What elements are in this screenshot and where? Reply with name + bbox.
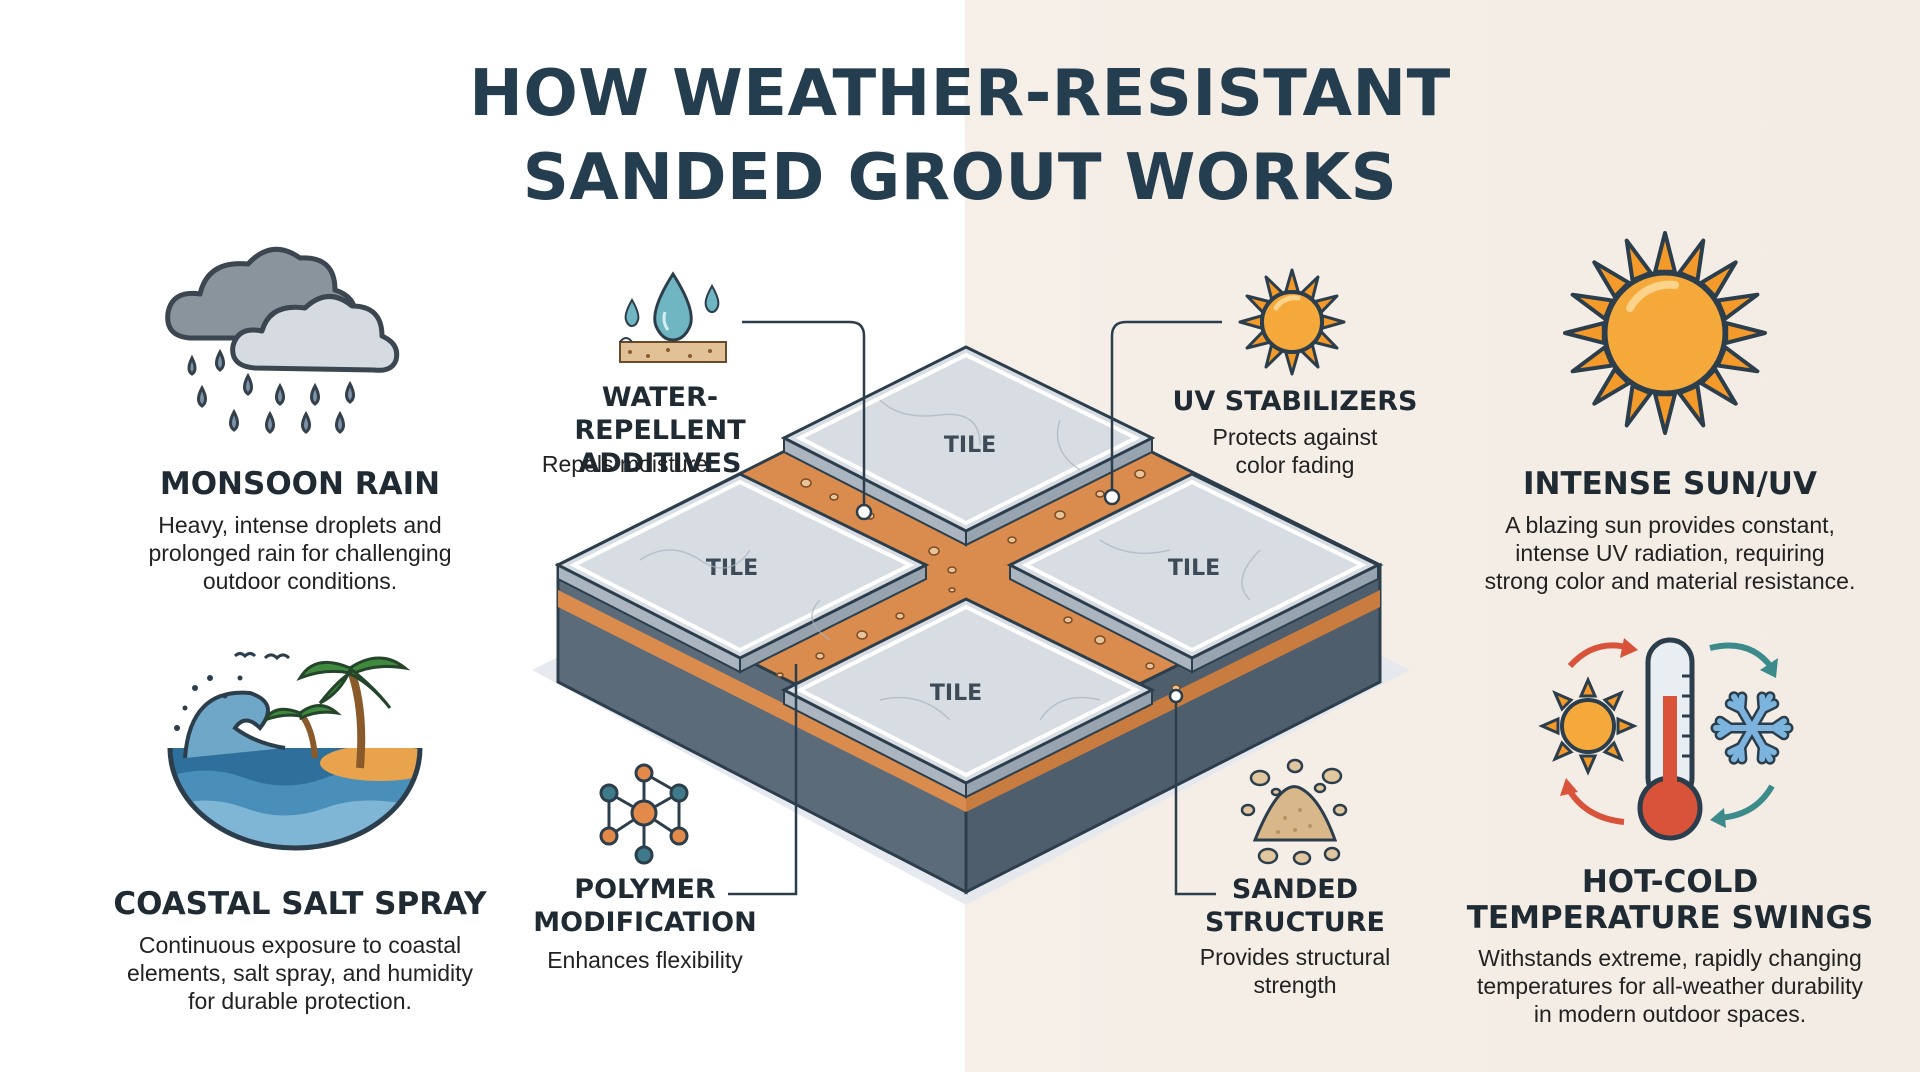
- snowflake-arm: [1749, 693, 1773, 731]
- snowflake-branch: [1760, 700, 1777, 712]
- tile-label-top: TILE: [944, 433, 996, 458]
- sun-icon: [1563, 231, 1767, 435]
- sun-desc-line-3: strong color and material resistance.: [1484, 568, 1856, 594]
- coastal-salt-spray-heading: COASTAL SALT SPRAY: [113, 886, 487, 922]
- snowflake-branch: [1771, 725, 1787, 738]
- uv-stabilizers-description: Protects against color fading: [1170, 423, 1420, 479]
- leader-polymer: [728, 664, 798, 896]
- molecule-icon: [599, 763, 689, 865]
- sun-desc-line-2: intense UV radiation, requiring: [1515, 540, 1825, 566]
- intense-sun-description: A blazing sun provides constant, intense…: [1440, 511, 1900, 595]
- tile-label-left: TILE: [706, 556, 758, 581]
- leader-water-repellent: [742, 320, 866, 508]
- sun-ray: [1238, 314, 1264, 330]
- uv-desc-line-1: Protects against: [1212, 424, 1378, 450]
- intense-sun-heading: INTENSE SUN/UV: [1523, 466, 1817, 502]
- uv-stabilizers-heading: UV STABILIZERS: [1172, 386, 1418, 417]
- leader-sanded: [1174, 700, 1216, 896]
- water-heading-line-1: WATER-REPELLENT: [574, 382, 746, 446]
- tile-label-right: TILE: [1168, 556, 1220, 581]
- temperature-swings-description: Withstands extreme, rapidly changing tem…: [1430, 944, 1910, 1028]
- snowflake-arm: [1731, 693, 1755, 731]
- coastal-desc-line-2: elements, salt spray, and humidity: [126, 960, 473, 986]
- temperature-desc-line-1: Withstands extreme, rapidly changing: [1478, 945, 1862, 971]
- ocean-wave-palm-icon: [167, 652, 423, 851]
- thermometer-cycle-icon: [1538, 637, 1794, 841]
- sun-ray: [1284, 268, 1300, 294]
- sanded-heading-line-2: STRUCTURE: [1205, 907, 1385, 938]
- sun-desc-line-1: A blazing sun provides constant,: [1505, 512, 1835, 538]
- water-repellent-description: Repels moisture: [541, 451, 709, 477]
- coastal-desc-line-1: Continuous exposure to coastal: [138, 932, 462, 958]
- monsoon-desc-line-3: outdoor conditions.: [202, 568, 398, 594]
- snowflake-arm: [1749, 725, 1773, 763]
- snowflake-arm: [1731, 725, 1755, 763]
- uv-desc-line-2: color fading: [1235, 452, 1355, 478]
- monsoon-desc-line-1: Heavy, intense droplets and: [158, 512, 442, 538]
- water-heading-line-2: ADDITIVES: [578, 448, 742, 479]
- polymer-modification-heading: POLYMER MODIFICATION: [520, 873, 770, 939]
- monsoon-rain-heading: MONSOON RAIN: [159, 466, 441, 502]
- small-sun-icon: [1238, 268, 1346, 376]
- polymer-modification-description: Enhances flexibility: [547, 947, 743, 973]
- coastal-desc-line-3: for durable protection.: [188, 988, 412, 1014]
- polymer-heading-line-2: MODIFICATION: [533, 907, 757, 938]
- leader-uv-stabilizers: [1110, 320, 1222, 492]
- rain-cloud-icon: [165, 246, 400, 434]
- title-line-1: HOW WEATHER-RESISTANT: [469, 57, 1451, 131]
- temperature-heading-line-1: HOT-COLD: [1581, 864, 1759, 900]
- temperature-desc-line-2: temperatures for all-weather durability: [1476, 973, 1864, 999]
- sun-ray: [1320, 314, 1346, 330]
- temperature-swings-heading: HOT-COLD TEMPERATURE SWINGS: [1430, 864, 1910, 936]
- snowflake-branch: [1738, 694, 1745, 712]
- tile-bottom: TILE: [780, 597, 1156, 799]
- polymer-heading-line-1: POLYMER: [574, 874, 716, 905]
- temperature-heading-line-2: TEMPERATURE SWINGS: [1466, 900, 1874, 936]
- page-title: HOW WEATHER-RESISTANT SANDED GROUT WORKS: [0, 52, 1920, 220]
- temperature-desc-line-3: in modern outdoor spaces.: [1533, 1001, 1807, 1027]
- tile-label-bottom: TILE: [930, 681, 982, 706]
- sanded-structure-heading: SANDED STRUCTURE: [1160, 873, 1430, 939]
- title-line-2: SANDED GROUT WORKS: [522, 141, 1398, 215]
- tile-top: TILE: [780, 345, 1156, 547]
- water-repellent-heading: WATER-REPELLENT ADDITIVES: [520, 381, 800, 480]
- monsoon-desc-line-2: prolonged rain for challenging: [148, 540, 452, 566]
- sanded-desc-line-1: Provides structural: [1199, 944, 1391, 970]
- snowflake-branch: [1727, 744, 1744, 756]
- sanded-structure-description: Provides structural strength: [1170, 943, 1420, 999]
- tile-right: TILE: [1006, 472, 1382, 674]
- coastal-salt-spray-description: Continuous exposure to coastal elements,…: [80, 931, 520, 1015]
- snowflake-branch: [1759, 744, 1766, 762]
- sun-ray: [1284, 350, 1300, 376]
- grout-sand-particles: [776, 469, 1181, 692]
- sanded-heading-line-1: SANDED: [1231, 874, 1359, 905]
- water-drop-icon: [619, 271, 727, 363]
- tile-left: TILE: [554, 472, 930, 674]
- leader-lines: [728, 320, 1222, 896]
- monsoon-rain-description: Heavy, intense droplets and prolonged ra…: [90, 511, 510, 595]
- sanded-desc-line-2: strength: [1253, 972, 1337, 998]
- snowflake-branch: [1717, 718, 1733, 731]
- sand-pile-icon: [1240, 758, 1348, 866]
